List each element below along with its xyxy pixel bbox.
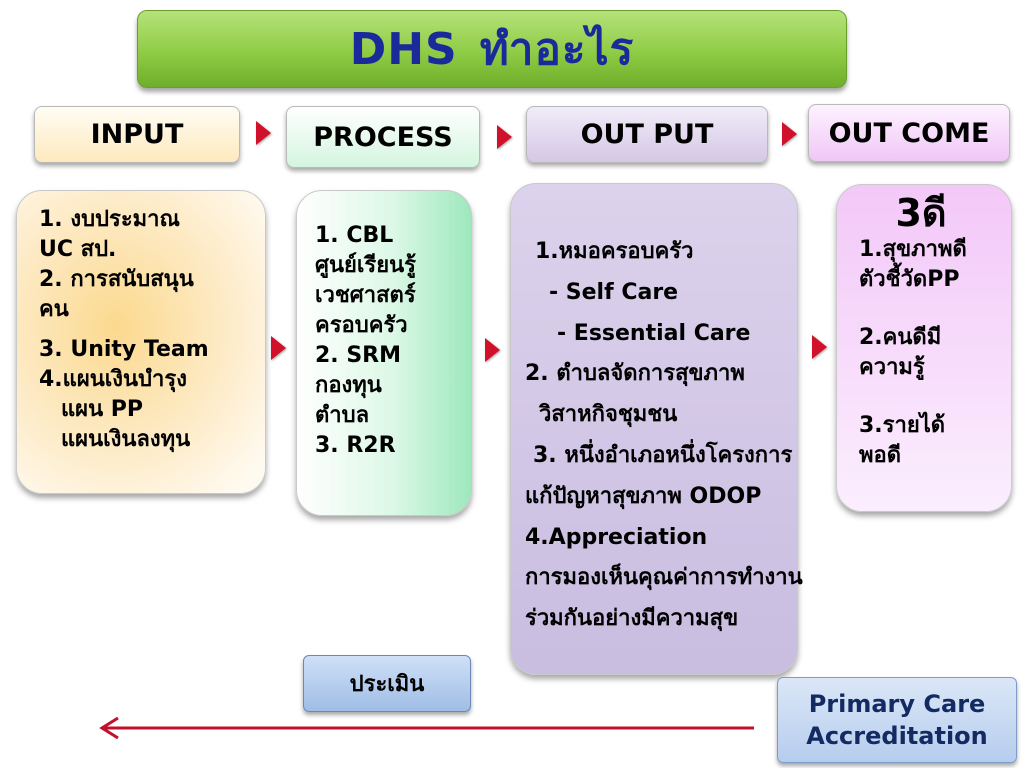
process-item: กองทุน xyxy=(315,373,382,398)
arrow-right-icon xyxy=(271,336,286,360)
input-header: INPUT xyxy=(34,106,240,163)
arrow-right-icon xyxy=(485,338,500,362)
output-item: การมองเห็นคุณค่าการทำงาน xyxy=(525,565,803,591)
process-item: ตำบล xyxy=(315,403,370,428)
process-header: PROCESS xyxy=(286,106,480,168)
input-item: 1. งบประมาณ xyxy=(39,207,180,232)
input-item: แผน PP xyxy=(61,397,144,422)
outcome-title: 3ดี xyxy=(895,191,947,235)
input-item: 2. การสนับสนุน xyxy=(39,267,194,292)
process-item: ครอบครัว xyxy=(315,313,408,338)
process-item: ศูนย์เรียนรู้ xyxy=(315,253,416,278)
arrow-right-icon xyxy=(497,125,512,149)
outcome-item: 1.สุขภาพดี xyxy=(859,237,967,262)
outcome-item: 3.รายได้ xyxy=(859,413,946,438)
output-item: 2. ตำบลจัดการสุขภาพ xyxy=(525,361,745,387)
output-item: - Self Care xyxy=(549,279,679,305)
outcome-item: พอดี xyxy=(859,443,902,468)
primary-care-line1: Primary Care xyxy=(808,690,986,718)
input-item: UC สป. xyxy=(39,237,117,262)
input-box: 1. งบประมาณ UC สป. 2. การสนับสนุน คน 3. … xyxy=(16,190,266,494)
output-item: แก้ปัญหาสุขภาพ ODOP xyxy=(525,483,762,509)
page-title: DHS ทำอะไร xyxy=(137,10,847,88)
output-text: 1.หมอครอบครัว - Self Care - Essential Ca… xyxy=(525,232,803,640)
process-item: 2. SRM xyxy=(315,343,402,368)
output-item: วิสาหกิจชุมชน xyxy=(539,402,678,428)
feedback-arrow-icon xyxy=(99,716,754,740)
output-item: ร่วมกันอย่างมีความสุข xyxy=(525,606,739,632)
input-item: แผนเงินลงทุน xyxy=(61,427,191,452)
primary-care-accreditation-box: Primary Care Accreditation xyxy=(777,677,1017,763)
process-box: 1. CBL ศูนย์เรียนรู้ เวชศาสตร์ ครอบครัว … xyxy=(296,190,472,516)
outcome-header: OUT COME xyxy=(808,104,1010,162)
outcome-box: 3ดี 1.สุขภาพดี ตัวชี้วัดPP 2.คนดีมี ความ… xyxy=(836,184,1012,512)
outcome-item: ความรู้ xyxy=(859,355,925,380)
title-what: ทำอะไร xyxy=(479,24,635,75)
output-item: - Essential Care xyxy=(557,320,751,346)
outcome-item: 2.คนดีมี xyxy=(859,325,942,350)
process-item: 3. R2R xyxy=(315,433,396,458)
input-item: 3. Unity Team xyxy=(39,337,209,362)
arrow-right-icon xyxy=(812,335,827,359)
process-item: เวชศาสตร์ xyxy=(315,283,416,308)
output-header: OUT PUT xyxy=(526,106,768,163)
arrow-right-icon xyxy=(256,121,271,145)
title-dhs: DHS xyxy=(349,23,458,75)
input-item: 4.แผนเงินบำรุง xyxy=(39,367,187,392)
primary-care-line2: Accreditation xyxy=(806,722,988,750)
input-item: คน xyxy=(39,297,69,322)
output-item: 1.หมอครอบครัว xyxy=(535,239,694,264)
arrow-right-icon xyxy=(782,122,797,146)
output-box xyxy=(510,183,798,675)
output-item: 3. หนึ่งอำเภอหนึ่งโครงการ xyxy=(533,442,793,468)
process-item: 1. CBL xyxy=(315,223,394,248)
evaluate-box: ประเมิน xyxy=(303,655,471,712)
output-item: 4.Appreciation xyxy=(525,524,708,550)
outcome-item: ตัวชี้วัดPP xyxy=(859,267,960,292)
